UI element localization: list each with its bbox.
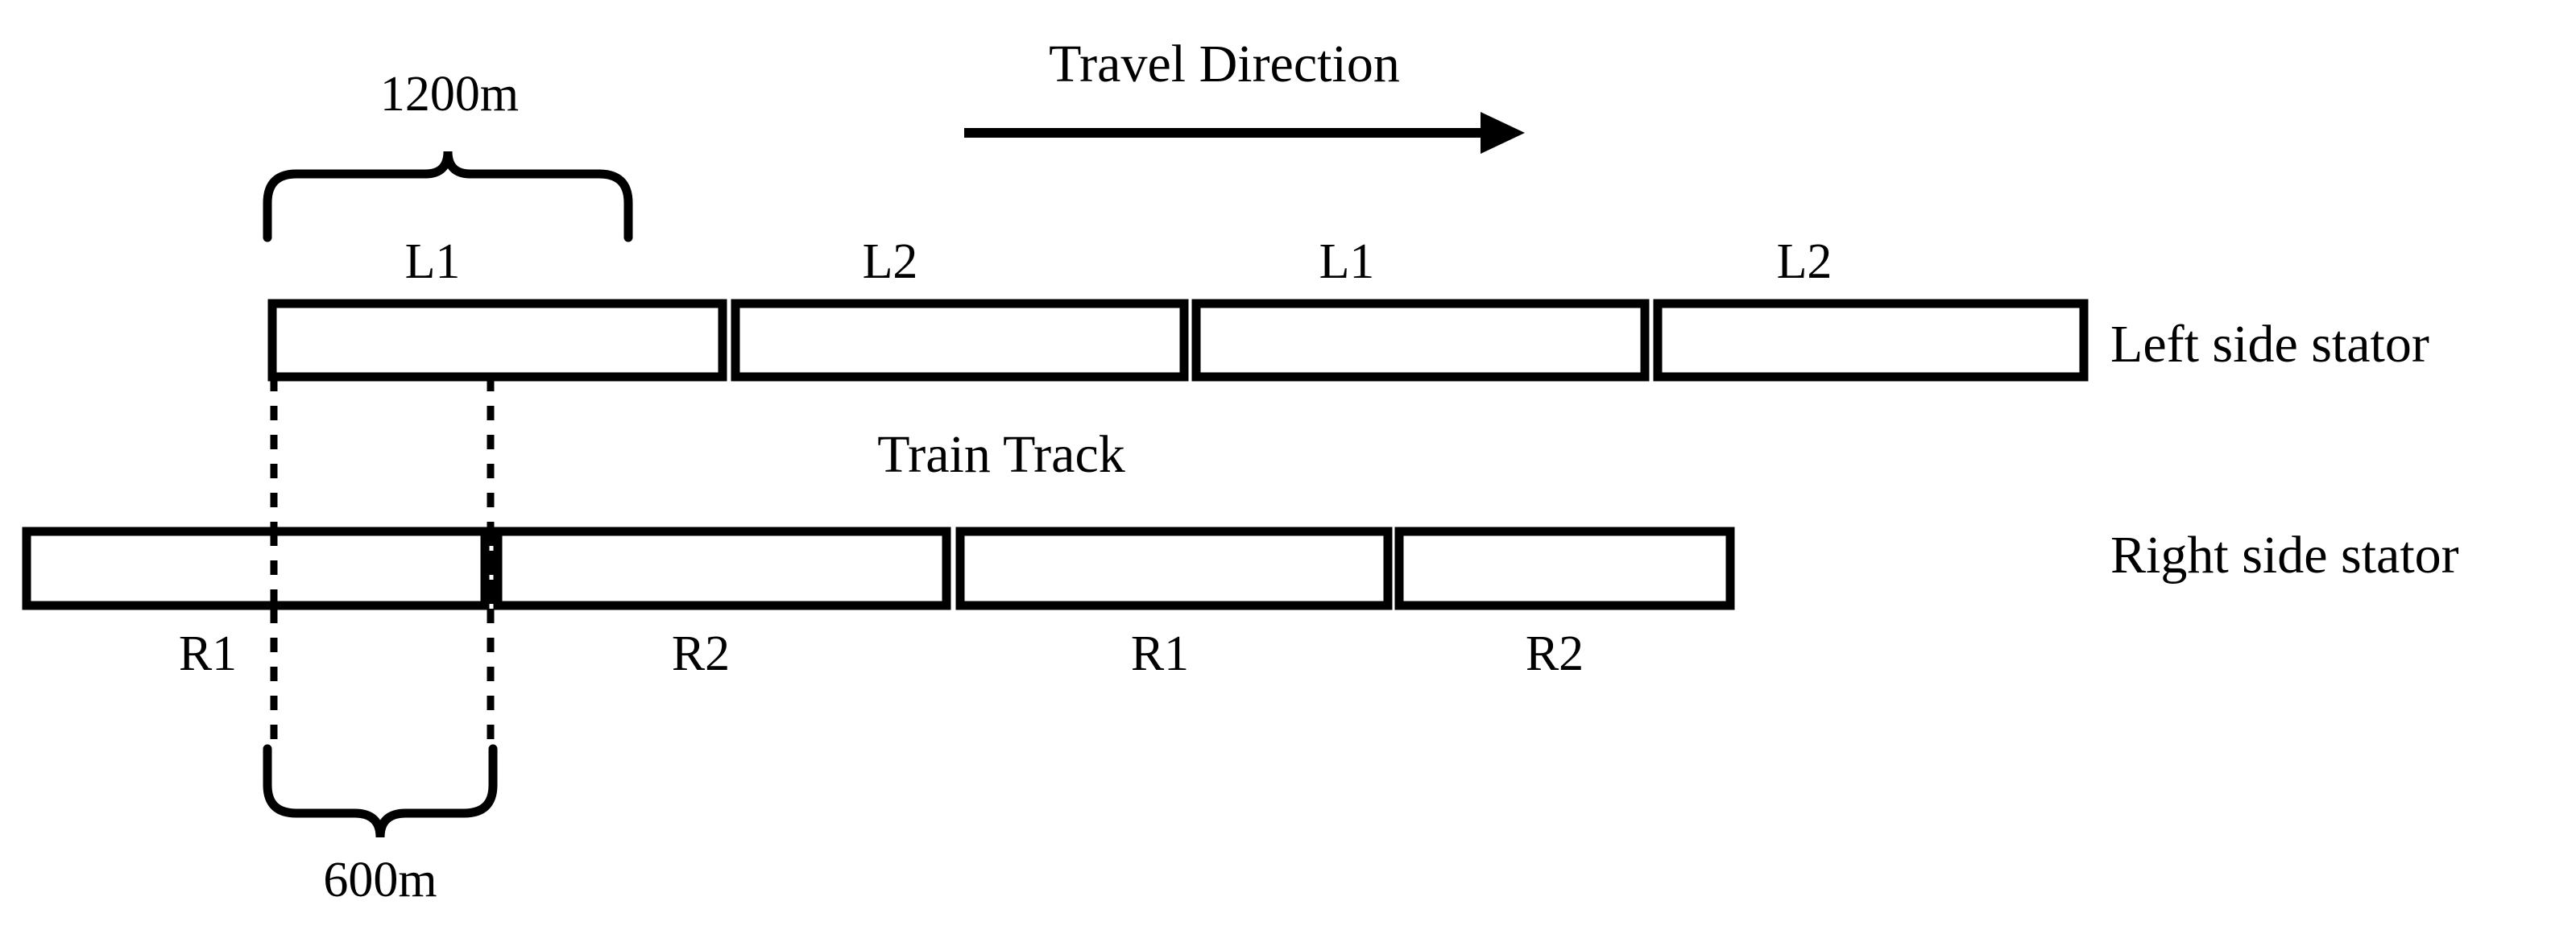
right-stator-label-3: R1 [1130, 626, 1190, 681]
right-stator-segment-3 [955, 527, 1393, 610]
left-stator-boxes [267, 299, 2089, 382]
left-stator-segment-2 [731, 299, 1189, 382]
right-stator-boxes [22, 527, 1735, 610]
brace-600m [263, 744, 498, 838]
dimension-label-1200m: 1200m [379, 67, 520, 122]
right-side-stator-label: Right side stator [2110, 526, 2459, 585]
travel-direction-arrow [964, 112, 1525, 154]
dashed-guide-lines-overlay [270, 531, 495, 605]
right-stator-segment-2 [493, 527, 951, 610]
left-stator-segment-1 [267, 299, 727, 382]
dimension-label-600m: 600m [323, 853, 437, 907]
right-stator-label-2: R2 [671, 626, 731, 681]
left-stator-label-3: L1 [1319, 234, 1375, 289]
train-track-label: Train Track [877, 425, 1125, 484]
right-stator-label-1: R1 [178, 626, 238, 681]
left-stator-label-1: L1 [404, 234, 461, 289]
left-stator-segment-3 [1191, 299, 1650, 382]
left-side-stator-label: Left side stator [2110, 315, 2429, 374]
travel-direction-label: Travel Direction [1049, 35, 1400, 93]
left-stator-label-2: L2 [862, 234, 918, 289]
right-stator-segment-4 [1394, 527, 1735, 610]
left-stator-label-4: L2 [1776, 234, 1833, 289]
brace-1200m [263, 151, 633, 242]
right-stator-label-4: R2 [1525, 626, 1584, 681]
right-stator-segment-1 [22, 527, 490, 610]
left-stator-segment-4 [1653, 299, 2089, 382]
